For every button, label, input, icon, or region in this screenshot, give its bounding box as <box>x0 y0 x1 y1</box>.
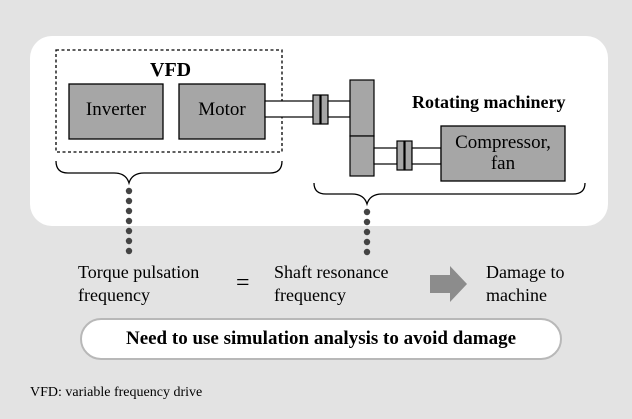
coupling-2-left <box>396 140 405 171</box>
torque-line1: Torque pulsation <box>78 262 200 282</box>
compressor-label-line2: fan <box>490 153 516 174</box>
torque-pulsation-text: Torque pulsation frequency <box>78 261 199 307</box>
gearbox-lower <box>349 135 375 177</box>
machinery-dot-connector <box>363 208 371 256</box>
compressor-shaft <box>411 147 442 165</box>
compressor-label: Compressor, fan <box>441 132 565 174</box>
motor-box <box>178 83 266 140</box>
compressor-label-line1: Compressor, <box>455 132 551 153</box>
coupling-1-right <box>320 94 329 125</box>
shaft-line2: frequency <box>274 285 346 305</box>
shaft-resonance-text: Shaft resonance frequency <box>274 261 388 307</box>
equals-sign: = <box>236 270 250 296</box>
inverter-label: Inverter <box>85 99 147 120</box>
damage-line1: Damage to <box>486 262 565 282</box>
result-arrow <box>430 266 467 302</box>
vfd-brace <box>55 160 283 186</box>
vfd-label: VFD <box>150 59 192 81</box>
simulation-callout: Need to use simulation analysis to avoid… <box>80 318 562 360</box>
motor-shaft <box>264 100 314 118</box>
rotating-machinery-label: Rotating machinery <box>412 92 566 112</box>
coupling-2-right <box>404 140 413 171</box>
shaft-line1: Shaft resonance <box>274 262 389 282</box>
motor-label: Motor <box>198 99 246 120</box>
machinery-brace <box>313 182 586 207</box>
damage-text: Damage to machine <box>486 261 564 307</box>
gearbox-upper <box>349 79 375 137</box>
gear-input-shaft <box>327 100 351 118</box>
coupling-1-left <box>312 94 321 125</box>
torque-line2: frequency <box>78 285 150 305</box>
inverter-box <box>68 83 164 140</box>
damage-line2: machine <box>486 285 547 305</box>
compressor-box <box>440 125 566 182</box>
gear-output-shaft <box>373 147 398 165</box>
footnote: VFD: variable frequency drive <box>30 385 203 400</box>
vfd-dot-connector <box>125 187 133 255</box>
